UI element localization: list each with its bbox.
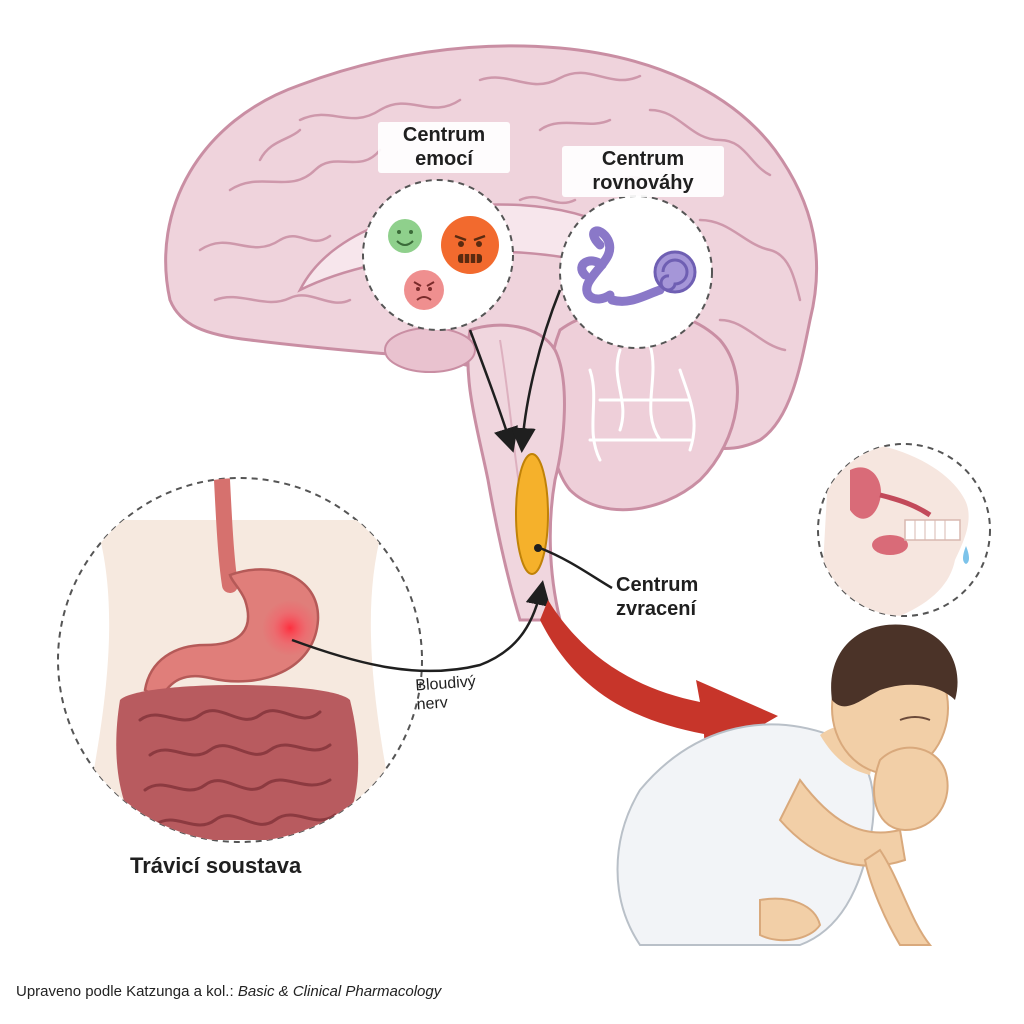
label-balance-center: Centrum rovnováhy — [562, 146, 724, 198]
hand-mouth — [873, 746, 949, 832]
label-vomiting-center: Centrum zvracení — [616, 574, 746, 621]
arm — [778, 778, 907, 867]
label-emotion-center-line2: emocí — [415, 147, 473, 170]
emotion-arrow — [468, 329, 518, 453]
vomiting-center — [515, 453, 549, 575]
label-emotion-center-line1: Centrum — [402, 124, 486, 146]
inner-ear-icon — [577, 226, 665, 306]
esophagus — [214, 478, 238, 593]
label-digestive-system: Trávicí soustava — [130, 853, 302, 878]
anxious-face-icon — [441, 216, 499, 274]
angry-face-icon — [404, 270, 444, 310]
hand-stomach — [759, 897, 822, 942]
digestive-inset — [57, 477, 423, 843]
hair — [831, 624, 958, 707]
label-balance-center-line2: rovnováhy — [592, 171, 694, 194]
label-vagus-nerve: Bloudivý nerv — [415, 671, 517, 716]
emotion-center-inset — [362, 179, 514, 331]
label-emotion-center: Centrum emocí — [378, 122, 510, 174]
source-credit-title: Basic & Clinical Pharmacology — [237, 983, 442, 1000]
balance-arrow — [510, 289, 562, 453]
output-arrow — [540, 600, 778, 758]
source-credit-prefix: Upraveno podle Katzunga a kol.: — [16, 983, 238, 1000]
balance-center-inset — [559, 195, 713, 349]
salivary-gland-icon — [817, 443, 991, 617]
label-vomiting-center-line2: zvracení — [616, 597, 697, 620]
happy-face-icon — [388, 219, 422, 253]
source-credit: Upraveno podle Katzunga a kol.: Basic & … — [16, 983, 441, 1000]
vomiting-center-pointer — [539, 546, 613, 590]
brainstem — [466, 323, 566, 622]
label-balance-center-line1: Centrum — [601, 148, 685, 170]
sick-person-icon — [616, 624, 958, 946]
intestines-icon — [116, 685, 359, 840]
vagus-nerve-arrow — [291, 580, 551, 673]
label-vomiting-center-line1: Centrum — [616, 574, 699, 596]
